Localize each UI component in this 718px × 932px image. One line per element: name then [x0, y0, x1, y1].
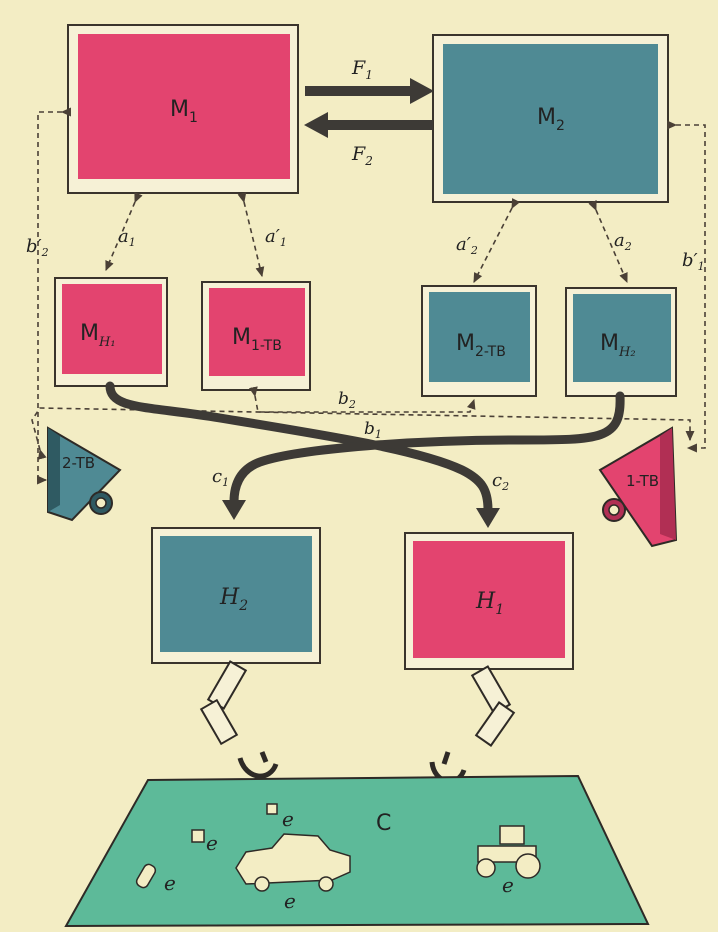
cable-c1 — [229, 391, 625, 507]
tv-camera-icon: 2-TB — [47, 426, 122, 522]
svg-text:H1: H1 — [475, 589, 504, 618]
cable-c2-label: c2 — [492, 470, 509, 493]
block-mh1: MH₁ — [54, 277, 168, 387]
svg-text:M1: M1 — [170, 97, 198, 126]
block-h1: H1 — [404, 532, 574, 670]
link-a2 — [588, 199, 628, 284]
svg-text:MH₂: MH₂ — [600, 331, 636, 360]
svg-text:M2: M2 — [537, 105, 565, 134]
object-label: e — [164, 871, 176, 895]
svg-text:MH₁: MH₁ — [80, 321, 116, 350]
svg-text:F2: F2 — [351, 143, 373, 168]
link-b1-label: b1 — [364, 419, 382, 441]
object-label: e — [282, 807, 294, 831]
block-m2: M2 — [432, 34, 669, 203]
block-m2tv: M2-TB — [421, 285, 537, 397]
tractor-toy-icon — [476, 825, 541, 879]
force-arrow-f1: F1 — [305, 57, 434, 104]
link-a1 — [105, 192, 143, 272]
svg-text:H2: H2 — [219, 585, 248, 614]
cube-icon — [191, 829, 205, 843]
link-b2 — [248, 386, 476, 413]
link-a2-prime-label: a′2 — [456, 234, 478, 257]
cable-c1-arrowhead — [222, 500, 246, 520]
link-a2-label: a2 — [614, 230, 632, 253]
svg-text:C: C — [376, 811, 391, 836]
svg-text:2-TB: 2-TB — [62, 454, 95, 472]
object-label: e — [284, 889, 296, 913]
svg-text:M1-TB: M1-TB — [232, 325, 282, 354]
link-b1 — [31, 407, 695, 460]
link-b1-prime — [667, 120, 706, 453]
object-label: e — [502, 873, 514, 897]
link-b2-prime — [37, 107, 71, 485]
block-m1tv: M1-TB — [201, 281, 311, 391]
tv-camera-icon: 1-TB — [598, 426, 678, 548]
block-h2: H2 — [151, 527, 321, 664]
link-b2-label: b2 — [338, 389, 356, 411]
car-toy-icon — [235, 833, 351, 892]
block-m1: M1 — [67, 24, 299, 194]
force-arrow-f2: F2 — [304, 112, 433, 168]
cable-c1-label: c1 — [212, 466, 229, 489]
block-mh2: MH₂ — [565, 287, 677, 397]
link-a1-label: a1 — [118, 226, 136, 249]
link-b1-prime-label: b′1 — [682, 250, 705, 273]
manipulator-arm-icon — [429, 665, 516, 784]
link-a1-prime — [237, 192, 265, 278]
svg-text:1-TB: 1-TB — [626, 472, 659, 490]
object-label: e — [206, 831, 218, 855]
work-table: C — [64, 774, 650, 928]
cable-c2 — [105, 381, 493, 515]
svg-text:F1: F1 — [351, 57, 373, 82]
manipulator-arm-icon — [199, 660, 279, 779]
link-a1-prime-label: a′1 — [265, 226, 287, 249]
cube-icon — [266, 803, 278, 815]
cable-c2-arrowhead — [476, 508, 500, 528]
link-b2-prime-label: b′2 — [26, 236, 49, 259]
svg-text:M2-TB: M2-TB — [456, 331, 506, 360]
cylinder-icon — [135, 863, 157, 889]
link-a2-prime — [473, 197, 521, 283]
